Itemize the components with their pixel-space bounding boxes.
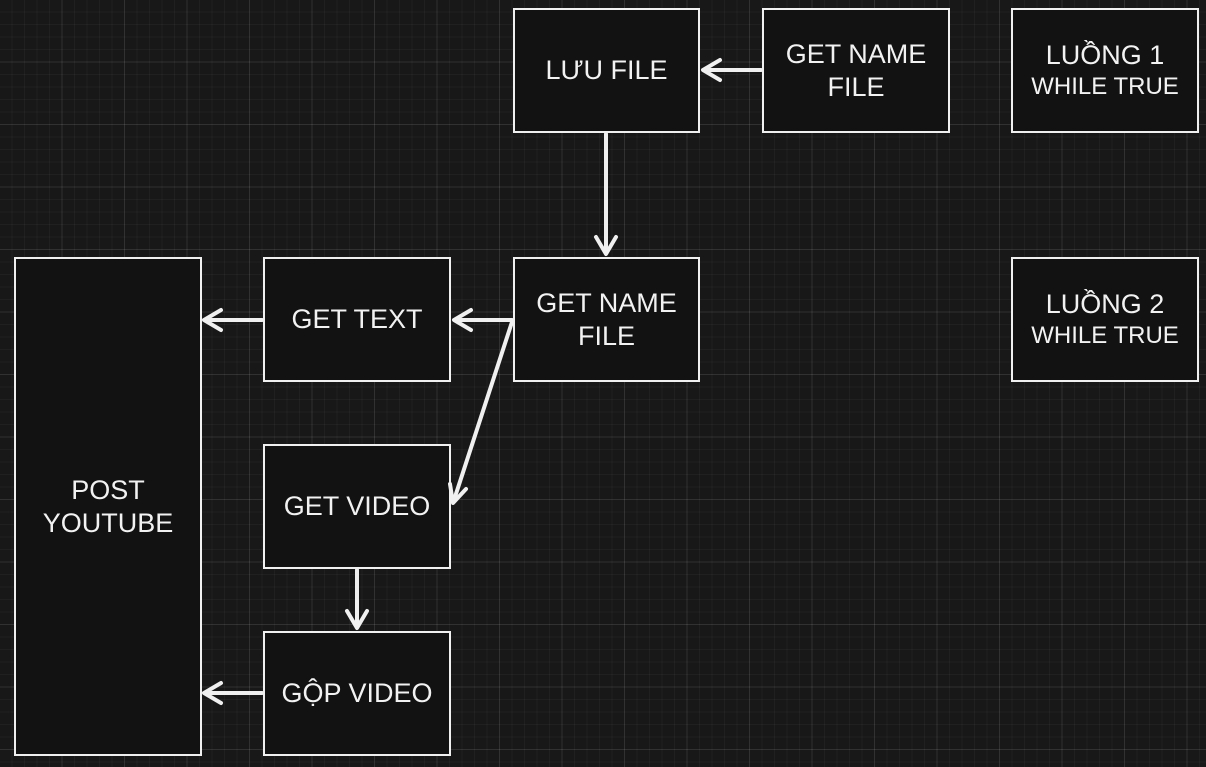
node-title: LUỒNG 2 xyxy=(1045,289,1165,319)
node-title: LUỒNG 1 xyxy=(1045,40,1165,70)
node-get-name-file-2[interactable]: GET NAME FILE xyxy=(513,257,700,382)
node-label: LƯU FILE xyxy=(545,55,668,85)
node-label-line-1: POST xyxy=(71,474,145,505)
node-post-youtube[interactable]: POST YOUTUBE xyxy=(14,257,202,756)
node-get-name-file-1[interactable]: GET NAME FILE xyxy=(762,8,950,133)
edge-luu-file-to-get-name-file xyxy=(594,132,618,256)
edge-get-name-file-to-luu-file xyxy=(701,58,763,82)
edge-get-video-to-gop-video xyxy=(345,568,369,630)
node-luong-1[interactable]: LUỒNG 1 WHILE TRUE xyxy=(1011,8,1199,133)
node-label: GET TEXT xyxy=(291,304,423,334)
edge-get-name-file-to-get-video xyxy=(448,320,514,505)
node-get-video[interactable]: GET VIDEO xyxy=(263,444,451,569)
node-label-line-1: GET NAME xyxy=(785,38,927,69)
edge-get-text-to-post-youtube xyxy=(202,308,264,332)
node-label-line-1: GET NAME xyxy=(536,287,677,318)
node-subtitle: WHILE TRUE xyxy=(1031,322,1179,349)
node-subtitle: WHILE TRUE xyxy=(1031,73,1179,100)
node-luu-file[interactable]: LƯU FILE xyxy=(513,8,700,133)
edge-get-name-file-to-get-text xyxy=(452,308,514,332)
node-gop-video[interactable]: GỘP VIDEO xyxy=(263,631,451,756)
node-label: GET VIDEO xyxy=(283,491,431,521)
node-label-line-2: FILE xyxy=(577,320,636,351)
node-get-text[interactable]: GET TEXT xyxy=(263,257,451,382)
node-label: GỘP VIDEO xyxy=(281,678,433,708)
node-luong-2[interactable]: LUỒNG 2 WHILE TRUE xyxy=(1011,257,1199,382)
node-label-line-2: YOUTUBE xyxy=(42,507,174,538)
node-label-line-2: FILE xyxy=(827,71,885,102)
edge-gop-video-to-post-youtube xyxy=(202,681,264,705)
